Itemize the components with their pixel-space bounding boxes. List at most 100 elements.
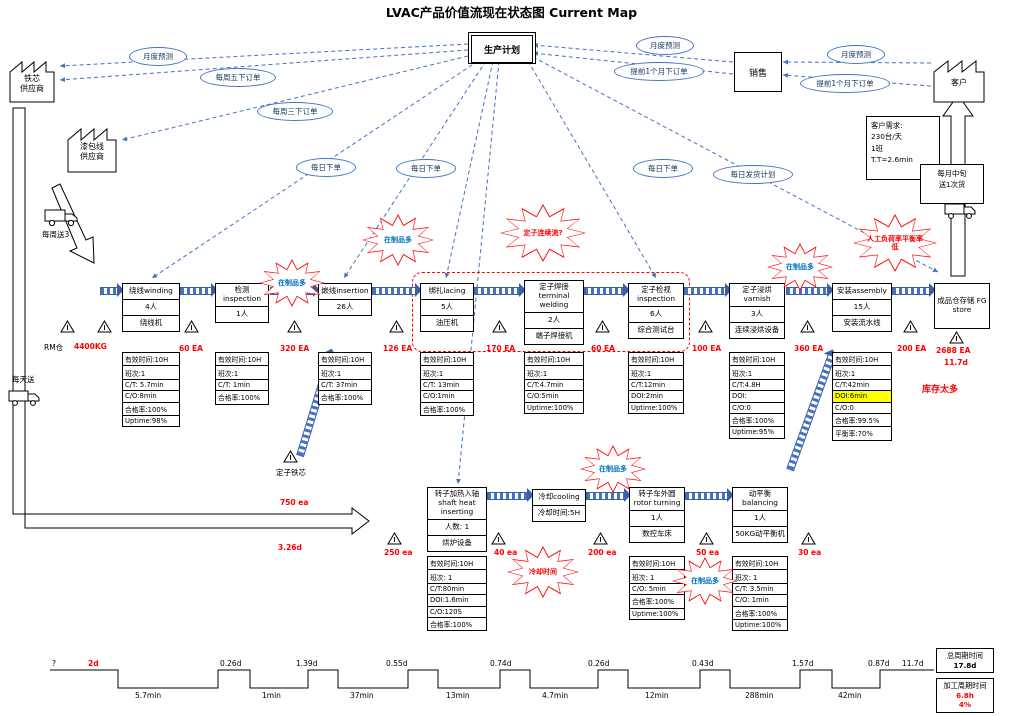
inventory-triangle-icon <box>60 320 75 333</box>
truck-icon <box>944 200 978 225</box>
stat-row: 合格率:100% <box>733 605 787 619</box>
stat-row: C/T:80min <box>428 582 486 594</box>
push-arrow <box>586 488 631 502</box>
stator-flow-focus-region <box>412 272 690 352</box>
info-oval-monthly-forecast: 月度预测 <box>129 47 187 66</box>
process-equipment: 油压机 <box>421 315 473 331</box>
process-crew: 26人 <box>319 299 371 315</box>
page-title: LVAC产品价值流现在状态图 Current Map <box>385 5 638 20</box>
process-crew: 人数: 1 <box>428 518 486 535</box>
timeline-process: 5.7min <box>135 691 162 700</box>
process-equipment: 安装流水线 <box>833 315 891 331</box>
inventory-qty: 40 ea <box>494 548 518 557</box>
stat-row: C/O: 1min <box>733 594 787 605</box>
stat-row: 合格率:100% <box>428 616 486 630</box>
process-leadtime-percent: 4% <box>958 700 972 710</box>
stat-row: C/O:8min <box>123 390 179 401</box>
timeline-process: 4.7min <box>542 691 569 700</box>
process-equipment: 50KG动平衡机 <box>733 525 787 542</box>
stat-row: C/O:120S <box>428 605 486 617</box>
inventory-triangle-icon <box>387 532 402 545</box>
process-equipment: 端子焊接机 <box>525 327 583 344</box>
process-crew: 5人 <box>421 299 473 315</box>
info-oval-daily-ship-plan: 每日发货计划 <box>713 165 793 184</box>
stat-row: DOI:6min <box>833 390 891 402</box>
inventory-days: 11.7d <box>944 358 968 367</box>
timeline-process: 37min <box>350 691 374 700</box>
stat-row: 班次: 1 <box>428 569 486 582</box>
inventory-triangle-icon <box>949 331 964 344</box>
total-leadtime-value: 17.8d <box>953 660 977 670</box>
stat-row: Uptime:100% <box>733 618 787 630</box>
process-crew: 4人 <box>123 299 179 315</box>
inventory-qty: 170 EA <box>486 344 516 353</box>
stat-row: 班次:1 <box>123 365 179 378</box>
process-crew: 1人 <box>733 509 787 526</box>
inventory-triangle-icon <box>287 320 302 333</box>
inventory-qty: 320 EA <box>280 344 310 353</box>
stat-row: C/T: 37min <box>319 378 371 390</box>
process-crew: 2人 <box>525 311 583 328</box>
push-arrow <box>684 283 732 297</box>
push-arrow <box>180 283 218 297</box>
stat-row: 班次:1 <box>421 365 473 378</box>
process-title: 绑扎lacing <box>428 286 466 296</box>
process-title: 冷却cooling <box>538 492 580 502</box>
inventory-qty: 60 EA <box>591 344 615 353</box>
inventory-qty: 360 EA <box>794 344 824 353</box>
push-arrow <box>487 488 534 502</box>
inventory-qty: 200 EA <box>897 344 927 353</box>
timeline-wait: 2d <box>88 659 99 668</box>
stat-row: 合格率:100% <box>123 401 179 415</box>
process-equipment: 数控车床 <box>630 525 684 542</box>
kaizen-burst-labor-balance: 人工负荷率平衡率低 <box>853 214 937 272</box>
inventory-triangle-icon <box>492 320 507 333</box>
stat-row: C/T: 3.5min <box>733 582 787 594</box>
production-plan-label: 生产计划 <box>471 35 533 63</box>
inventory-triangle-icon <box>903 320 918 333</box>
timeline-wait: 0.87d <box>868 659 890 668</box>
stat-row: 有效时间:10H <box>735 560 779 569</box>
process-box-shaft-heat-inserting: 转子加热入轴 shaft heat inserting 人数: 1 烘炉设备 <box>427 487 487 552</box>
process-title: 成品仓存储 FG store <box>937 296 987 314</box>
stat-row: Uptime:100% <box>630 607 684 619</box>
inventory-days: 3.26d <box>278 543 302 552</box>
process-leadtime-box: 加工周期时间 6.8h 4% <box>936 678 994 714</box>
process-title: 绕线winding <box>129 286 173 296</box>
process-box-winding: 绕线winding 4人 绕线机 <box>122 283 180 332</box>
note-too-much-stock: 库存太多 <box>922 385 959 395</box>
stat-row: 有效时间:10H <box>423 356 467 365</box>
timeline-wait: 1.57d <box>792 659 814 668</box>
stat-row: C/O:5min <box>525 390 583 401</box>
process-crew: 1人 <box>630 509 684 526</box>
stat-row: C/O:1min <box>421 390 473 401</box>
timeline-process: 13min <box>446 691 470 700</box>
kaizen-burst-wip: 在制品多 <box>259 259 325 307</box>
process-title: 定子浸烘 varnish <box>742 285 772 303</box>
stat-row: 有效时间:10H <box>430 560 474 569</box>
stat-row: DOI: <box>730 390 784 401</box>
inventory-triangle-icon <box>699 532 714 545</box>
stat-row: 有效时间:10H <box>321 356 365 365</box>
demand-line: 230台/天 <box>871 132 902 142</box>
stat-row: 班次: 1 <box>630 569 684 582</box>
push-arrow <box>892 283 936 297</box>
inventory-qty: 200 ea <box>588 548 617 557</box>
truck-icon <box>44 206 80 232</box>
monthly-delivery-line: 每月中旬 <box>937 169 967 178</box>
inventory-qty: 750 ea <box>280 498 309 507</box>
stat-row: 平衡率:70% <box>833 426 891 439</box>
process-box-assembly: 安装assembly 15人 安装流水线 <box>832 283 892 332</box>
stat-row: 合格率:99.5% <box>833 412 891 426</box>
total-leadtime-box: 总周期时间 17.8d <box>936 648 994 674</box>
stat-row: 有效时间:10H <box>732 356 776 365</box>
process-title: 转子车外圆 rotor turning <box>633 489 681 507</box>
process-title: 嵌线insertion <box>321 286 369 296</box>
kaizen-burst-wip: 在制品多 <box>362 214 434 266</box>
